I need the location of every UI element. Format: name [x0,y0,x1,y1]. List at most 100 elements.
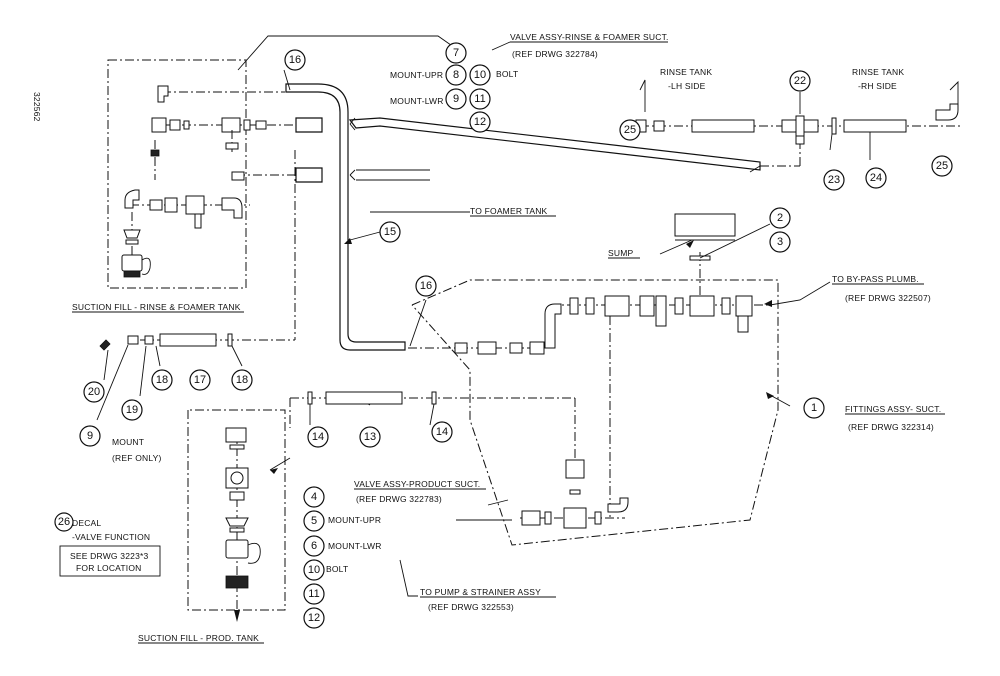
callout-9-lower: 9 [79,425,101,447]
label-to-pump: TO PUMP & STRAINER ASSY [420,587,541,597]
callout-3: 3 [769,231,791,253]
label-bolt: BOLT [496,69,518,79]
label-mount-lwr2: MOUNT-LWR [328,541,382,551]
callout-12-lower: 12 [303,607,325,629]
leader-lines [96,35,959,597]
svg-text:4: 4 [311,491,317,503]
label-mount-upr2: MOUNT-UPR [328,515,381,525]
svg-text:9: 9 [87,430,93,442]
callout-15: 15 [379,221,401,243]
label-to-bypass: TO BY-PASS PLUMB. [832,274,919,284]
callout-22: 22 [789,70,811,92]
callout-11-upper: 11 [469,88,491,110]
label-valve-rinse-foamer-ref: (REF DRWG 322784) [512,49,598,59]
svg-text:10: 10 [308,564,320,576]
text-labels: VALVE ASSY-RINSE & FOAMER SUCT. (REF DRW… [59,32,945,644]
label-decal-2: -VALVE FUNCTION [72,532,150,542]
label-to-foamer: TO FOAMER TANK [470,206,548,216]
callout-10-upper: 10 [469,64,491,86]
label-sump: SUMP [608,248,633,258]
svg-text:19: 19 [126,404,138,416]
svg-text:7: 7 [453,47,459,59]
label-to-bypass-ref: (REF DRWG 322507) [845,293,931,303]
label-see-drwg-2: FOR LOCATION [76,563,142,573]
label-mount-ref-1: MOUNT [112,437,144,447]
label-to-pump-ref: (REF DRWG 322553) [428,602,514,612]
callout-16-mid: 16 [415,275,437,297]
rinse-foamer-valve-parts [121,85,300,278]
label-mount-upr: MOUNT-UPR [390,70,443,80]
rinse-pipes [285,83,801,351]
callout-8: 8 [445,64,467,86]
svg-text:14: 14 [312,431,324,443]
callout-7: 7 [445,42,467,64]
callout-2: 2 [769,207,791,229]
label-suction-fill-rinse: SUCTION FILL - RINSE & FOAMER TANK [72,302,241,312]
callout-6: 6 [303,535,325,557]
svg-text:5: 5 [311,515,317,527]
callout-11-lower: 11 [303,583,325,605]
label-valve-product: VALVE ASSY-PRODUCT SUCT. [354,479,480,489]
callout-19: 19 [121,399,143,421]
svg-text:25: 25 [624,124,636,136]
fittings-assy-boundary [411,279,779,546]
svg-text:3: 3 [777,236,783,248]
lower-left-fittings [99,150,296,351]
callout-16-top: 16 [284,49,306,71]
callout-1: 1 [803,397,825,419]
svg-text:16: 16 [289,54,301,66]
label-mount-ref-2: (REF ONLY) [112,453,162,463]
svg-text:12: 12 [308,612,320,624]
svg-text:14: 14 [436,426,448,438]
callout-bubbles: 7 8 9 10 11 12 16 22 25 25 23 24 15 2 3 … [54,42,953,629]
svg-text:22: 22 [794,75,806,87]
callout-10-lower: 10 [303,559,325,581]
label-valve-rinse-foamer: VALVE ASSY-RINSE & FOAMER SUCT. [510,32,669,42]
arrow-markers [234,238,774,622]
product-valve-boundary [187,409,286,611]
svg-text:10: 10 [474,69,486,81]
svg-text:2: 2 [777,212,783,224]
svg-text:8: 8 [453,69,459,81]
callout-9-upper: 9 [445,88,467,110]
label-rinse-rh-2: -RH SIDE [858,81,897,91]
svg-text:11: 11 [474,93,485,105]
label-rinse-lh-1: RINSE TANK [660,67,712,77]
label-valve-product-ref: (REF DRWG 322783) [356,494,442,504]
callout-13: 13 [359,426,381,448]
callout-12-upper: 12 [469,111,491,133]
label-fittings-assy: FITTINGS ASSY- SUCT. [845,404,941,414]
callout-18-left: 18 [151,369,173,391]
callout-23: 23 [823,169,845,191]
callout-25-left: 25 [619,119,641,141]
callout-4: 4 [303,486,325,508]
svg-text:17: 17 [194,374,206,386]
svg-text:12: 12 [474,116,486,128]
svg-text:9: 9 [453,93,459,105]
label-fittings-assy-ref: (REF DRWG 322314) [848,422,934,432]
svg-text:1: 1 [811,402,817,414]
label-bolt2: BOLT [326,564,348,574]
callout-5: 5 [303,510,325,532]
label-rinse-lh-2: -LH SIDE [668,81,706,91]
callout-14-left: 14 [307,426,329,448]
label-decal-1: DECAL [72,518,101,528]
callout-14-right: 14 [431,421,453,443]
product-line [225,391,629,620]
svg-text:26: 26 [58,516,70,528]
callout-26: 26 [54,512,74,532]
callout-20: 20 [83,381,105,403]
svg-text:25: 25 [936,160,948,172]
see-drawing-box [59,545,161,577]
callout-18-right: 18 [231,369,253,391]
svg-text:20: 20 [88,386,100,398]
drawing-number: 322562 [32,92,42,122]
label-see-drwg-1: SEE DRWG 3223*3 [70,551,149,561]
svg-text:16: 16 [420,280,432,292]
callout-25-right: 25 [931,155,953,177]
svg-text:6: 6 [311,540,317,552]
svg-text:15: 15 [384,226,396,238]
rinse-tank-line [635,103,960,145]
label-rinse-rh-1: RINSE TANK [852,67,904,77]
svg-text:18: 18 [156,374,168,386]
